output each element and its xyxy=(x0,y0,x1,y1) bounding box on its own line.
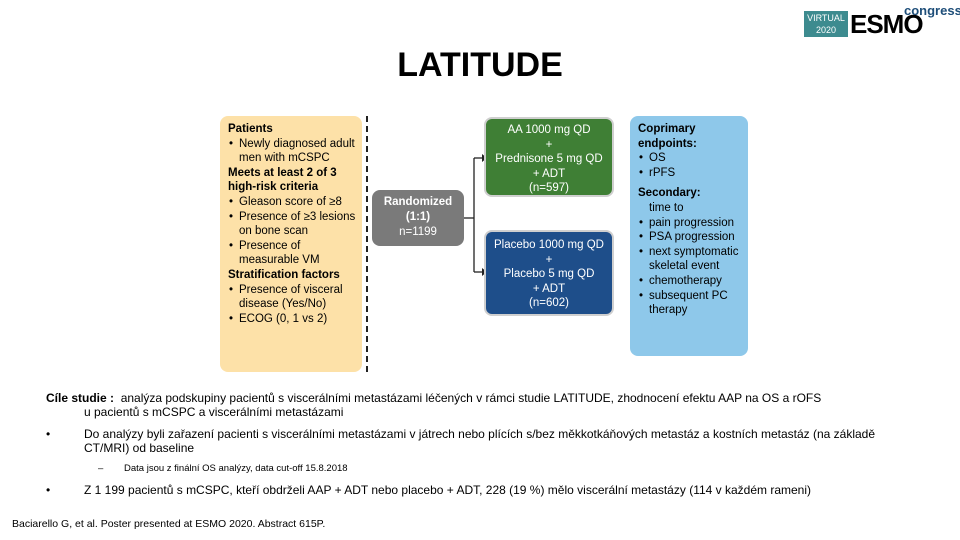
placebo-n: (n=602) xyxy=(529,297,569,309)
secondary-intro: time to xyxy=(649,201,684,214)
placebo-arm-box: Placebo 1000 mg QD + Placebo 5 mg QD + A… xyxy=(484,230,614,316)
randomized-label: Randomized xyxy=(383,196,453,208)
sub-bullet-text: Data jsou z finální OS analýzy, data cut… xyxy=(124,463,348,474)
patients-item: Newly diagnosed adult men with mCSPC xyxy=(228,137,356,166)
placebo-drug: Placebo 1000 mg QD xyxy=(494,239,604,251)
criteria-item: Presence of measurable VM xyxy=(228,239,356,268)
criteria-item: Presence of ≥3 lesions on bone scan xyxy=(228,210,356,239)
virtual-2020-badge: VIRTUAL 2020 xyxy=(804,11,848,37)
bullet-dot: • xyxy=(46,427,51,441)
secondary-heading: Secondary: xyxy=(638,187,701,200)
randomized-box: Randomized (1:1) n=1199 xyxy=(372,190,464,246)
sub-bullet-item: – Data jsou z finální OS analýzy, data c… xyxy=(98,462,348,476)
aa-n: (n=597) xyxy=(529,182,569,194)
aim-line2: u pacientů s mCSPC a viscerálními metast… xyxy=(84,405,344,419)
coprimary-item: OS xyxy=(638,151,742,166)
patients-criteria-box: Patients Newly diagnosed adult men with … xyxy=(220,116,362,372)
secondary-item: PSA progression xyxy=(638,230,742,245)
endpoints-box: Coprimary endpoints: OS rPFS Secondary: … xyxy=(630,116,748,356)
coprimary-heading: Coprimary endpoints: xyxy=(638,123,697,150)
placebo-steroid: Placebo 5 mg QD xyxy=(503,268,595,280)
year-label: 2020 xyxy=(815,25,837,35)
randomized-ratio: (1:1) xyxy=(405,211,431,223)
aa-adt: + ADT xyxy=(532,167,566,180)
bullet-item: • Do analýzy byli zařazení pacienti s vi… xyxy=(46,427,906,455)
secondary-item: subsequent PC therapy xyxy=(638,289,742,318)
stratification-item: ECOG (0, 1 vs 2) xyxy=(228,312,356,327)
aa-plus: + xyxy=(545,138,553,151)
criteria-item: Gleason score of ≥8 xyxy=(228,195,356,210)
esmo-wordmark: ESMO xyxy=(850,9,924,39)
congress-label: congress xyxy=(904,3,960,18)
coprimary-item: rPFS xyxy=(638,166,742,181)
aim-line1: analýza podskupiny pacientů s viscerální… xyxy=(120,391,822,405)
high-risk-heading: Meets at least 2 of 3 high-risk criteria xyxy=(228,166,337,194)
secondary-item: pain progression xyxy=(638,216,742,231)
aim-lead: Cíle studie : xyxy=(46,391,115,405)
aa-arm-box: AA 1000 mg QD + Prednisone 5 mg QD + ADT… xyxy=(484,117,614,197)
randomization-divider xyxy=(366,116,368,372)
placebo-plus: + xyxy=(545,253,553,266)
placebo-adt: + ADT xyxy=(532,282,566,295)
virtual-label: VIRTUAL xyxy=(807,13,845,23)
patients-heading: Patients xyxy=(228,123,273,135)
bullet-dot: • xyxy=(46,483,51,497)
secondary-item: next symptomatic skeletal event xyxy=(638,245,742,274)
citation: Baciarello G, et al. Poster presented at… xyxy=(12,518,326,530)
stratification-item: Presence of visceral disease (Yes/No) xyxy=(228,283,356,312)
secondary-item: chemotherapy xyxy=(638,274,742,289)
esmo-virtual-logo: VIRTUAL 2020 ESMO congress xyxy=(804,3,960,39)
stratification-heading: Stratification factors xyxy=(228,268,340,281)
bullet-text: Z 1 199 pacientů s mCSPC, kteří obdrželi… xyxy=(84,483,812,497)
aa-prednisone: Prednisone 5 mg QD xyxy=(495,153,603,165)
slide-title: LATITUDE xyxy=(397,46,563,84)
bullet-text: Do analýzy byli zařazení pacienti s visc… xyxy=(84,427,876,455)
bullet-item: • Z 1 199 pacientů s mCSPC, kteří obdrže… xyxy=(46,483,906,497)
sub-bullet-dash: – xyxy=(98,463,104,474)
aa-drug: AA 1000 mg QD xyxy=(507,124,591,136)
study-aim: Cíle studie : analýza podskupiny pacient… xyxy=(46,391,906,419)
randomized-n: n=1199 xyxy=(399,226,437,238)
